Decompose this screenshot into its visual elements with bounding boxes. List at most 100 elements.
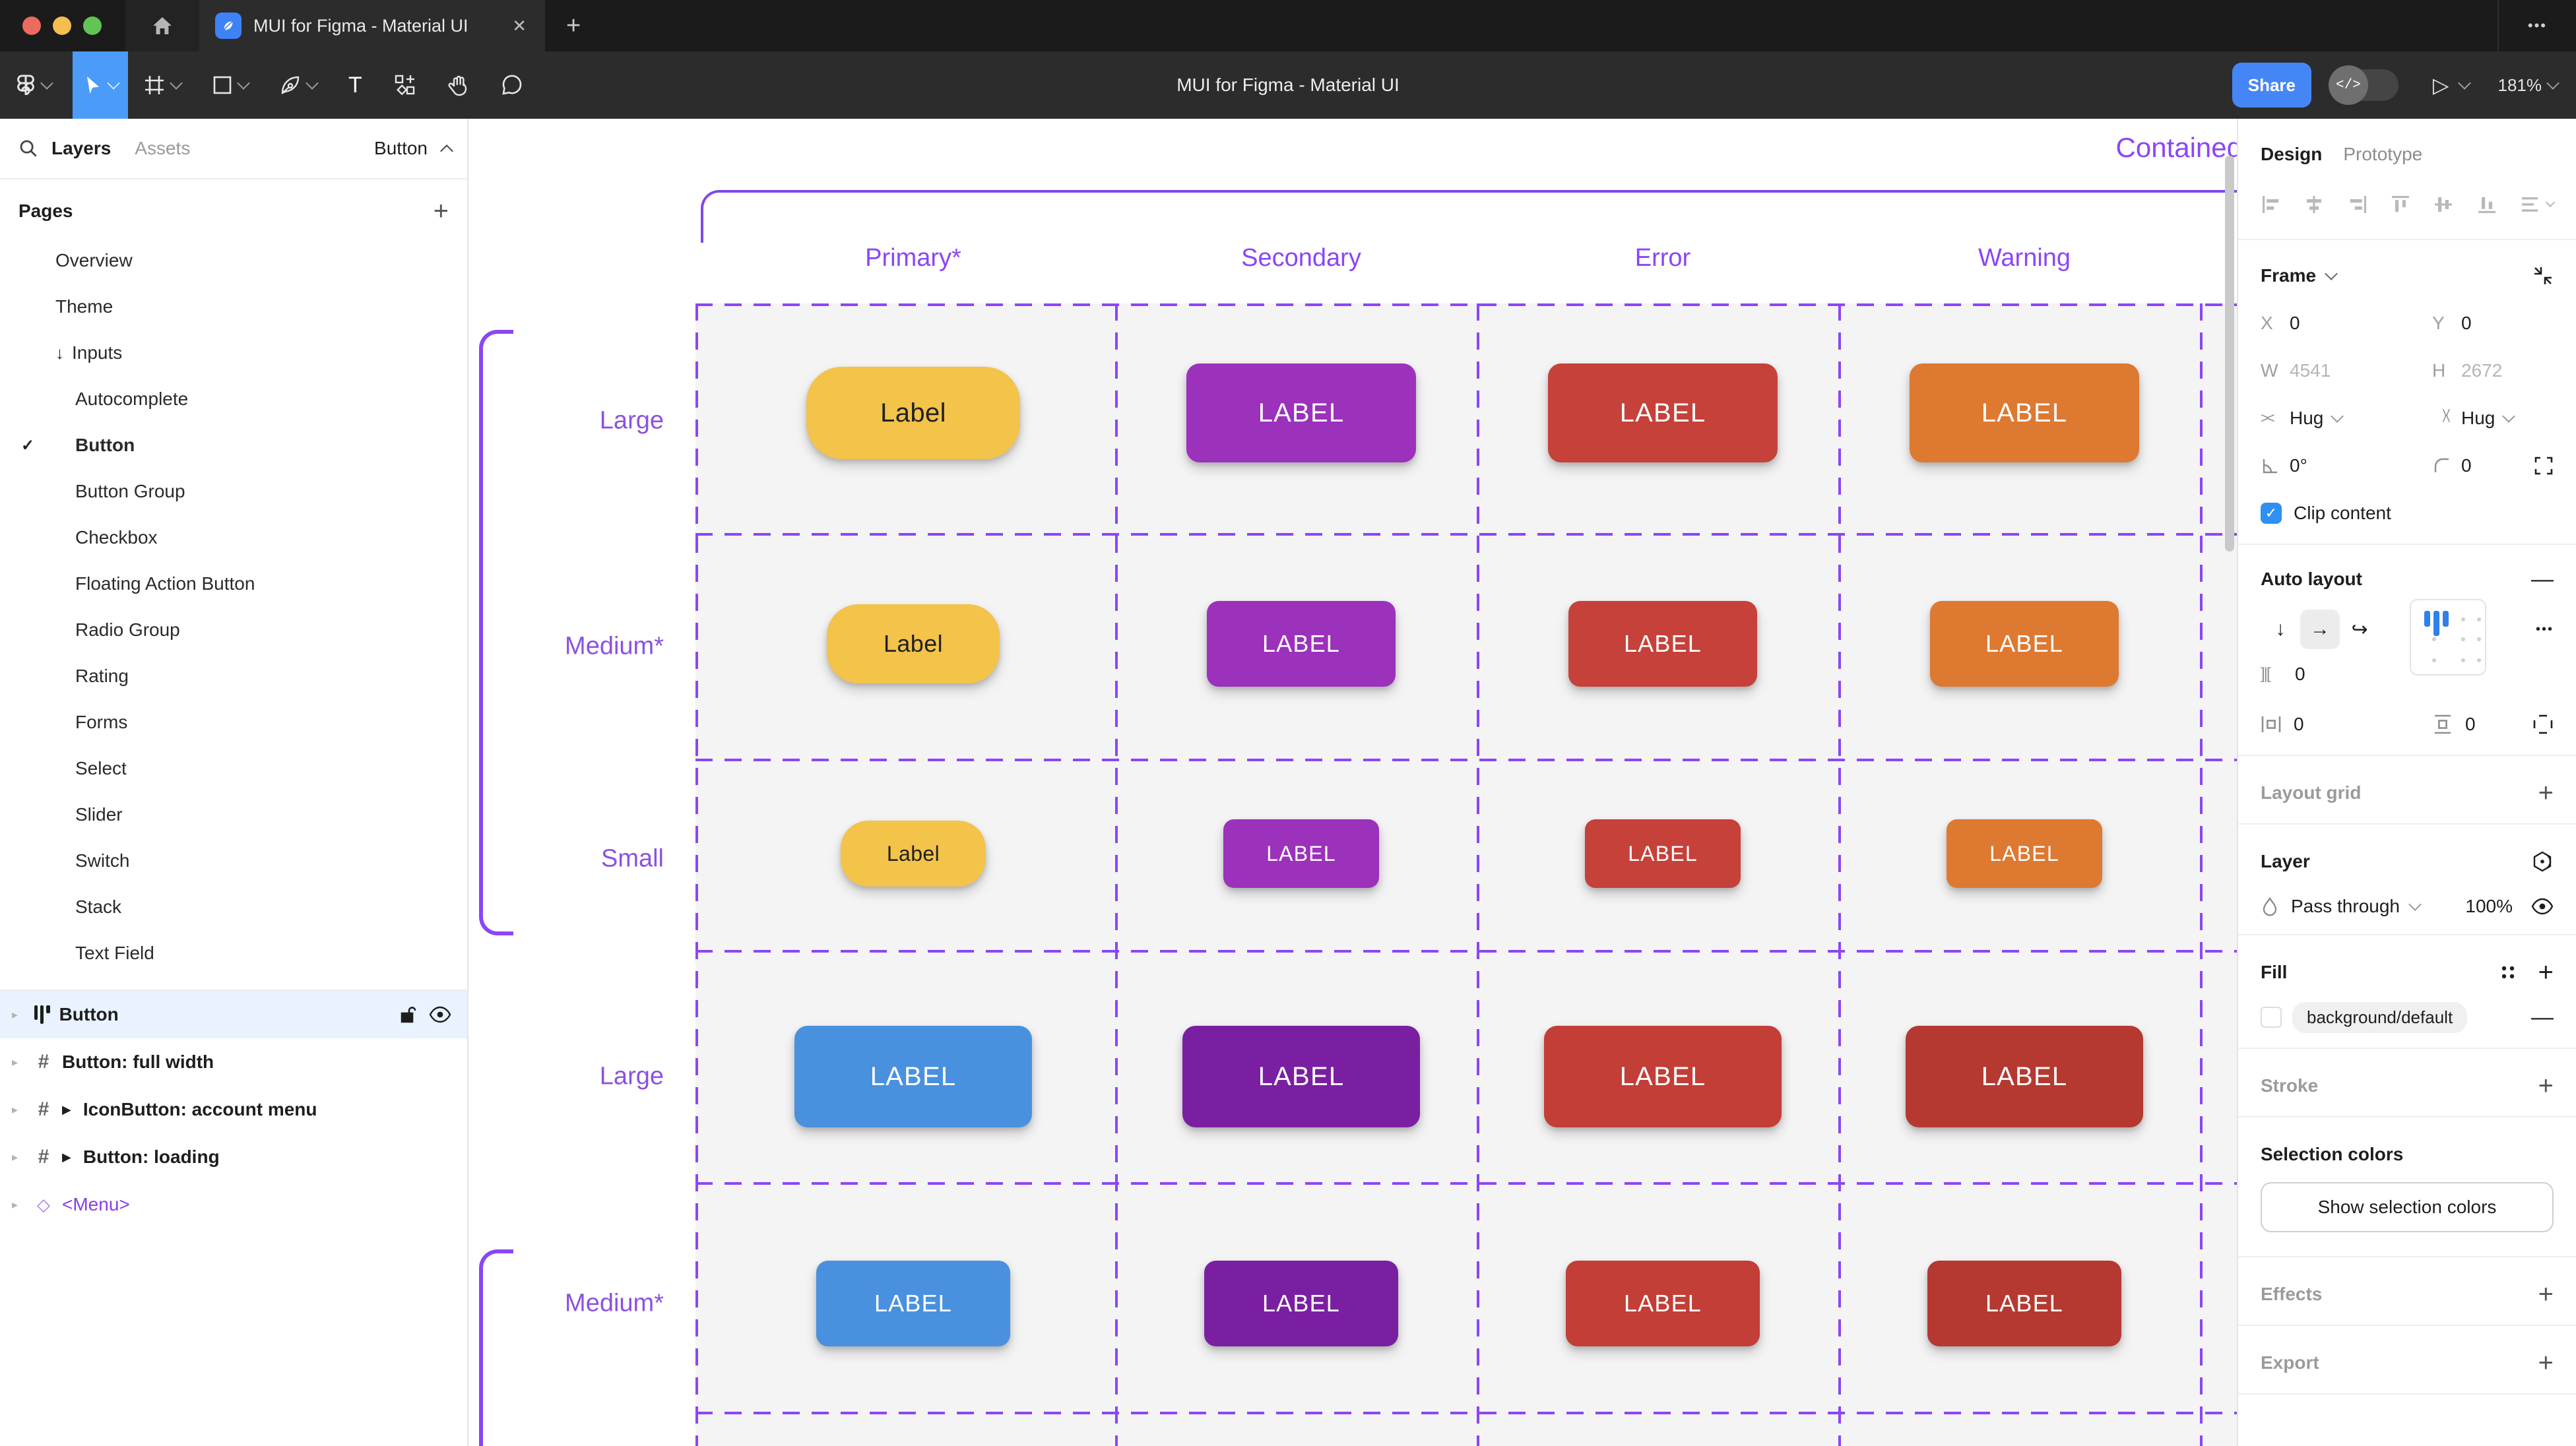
blend-mode-value[interactable]: Pass through [2291,896,2400,916]
main-menu-button[interactable] [0,51,65,119]
zoom-menu[interactable]: 181% [2498,75,2560,96]
canvas-scrollbar[interactable] [2225,156,2234,551]
expand-chevron-icon[interactable]: ▸ [12,1197,18,1211]
align-bottom-icon[interactable] [2476,194,2497,215]
hand-tool-button[interactable] [432,51,485,119]
tab-prototype[interactable]: Prototype [2343,144,2423,164]
pen-tool-button[interactable] [264,51,333,119]
tab-overflow-menu-icon[interactable]: ••• [2527,17,2547,34]
horizontal-padding-value[interactable]: 0 [2294,714,2304,734]
layer-row-button[interactable]: ▸Button [0,991,467,1038]
column-header-error[interactable]: Error [1634,244,1691,272]
mui-button-r3-c2[interactable]: LABEL [1223,819,1379,888]
minimize-window-button[interactable] [53,16,71,35]
frame-tool-button[interactable] [128,51,197,119]
mui-button-r2-c3[interactable]: LABEL [1568,601,1757,687]
close-window-button[interactable] [22,16,41,35]
row-label-0[interactable]: Large [599,406,664,435]
height-field-value[interactable]: 2672 [2461,360,2503,381]
independent-corners-icon[interactable] [2534,456,2554,476]
align-horizontal-center-icon[interactable] [2303,194,2325,215]
page-item-slider[interactable]: Slider [0,792,467,838]
present-button[interactable]: ▷ [2432,73,2449,97]
distribute-menu[interactable] [2519,194,2556,215]
opacity-value[interactable]: 100% [2465,896,2513,916]
mui-button-r1-c2[interactable]: LABEL [1186,363,1416,462]
page-item-overview[interactable]: Overview [0,237,467,284]
mui-button-r3-c3[interactable]: LABEL [1585,819,1741,888]
expand-chevron-icon[interactable]: ▸ [12,1102,18,1116]
mui-button-r3-c4[interactable]: LABEL [1947,819,2102,888]
shape-tool-button[interactable] [197,51,264,119]
expand-chevron-icon[interactable]: ▸ [12,1055,18,1069]
auto-layout-horizontal-button[interactable]: → [2300,610,2340,649]
close-tab-icon[interactable]: ✕ [512,15,527,36]
page-item-button[interactable]: ✓Button [0,422,467,468]
page-item-theme[interactable]: Theme [0,284,467,330]
add-layout-grid-button[interactable]: + [2538,778,2554,807]
auto-layout-vertical-button[interactable]: ↓ [2275,618,2286,640]
page-item-radio-group[interactable]: Radio Group [0,607,467,653]
mui-button-r1-c1[interactable]: Label [806,367,1020,459]
mui-button-r5-c4[interactable]: LABEL [1927,1261,2121,1346]
tab-assets[interactable]: Assets [135,138,191,158]
frame-title[interactable]: Contained [2115,132,2237,163]
column-header-warning[interactable]: Warning [1978,244,2071,272]
auto-layout-more-button[interactable]: ••• [2535,621,2554,637]
mui-button-r4-c3[interactable]: LABEL [1544,1026,1782,1127]
layer-row--menu-[interactable]: ▸◇<Menu> [0,1181,467,1228]
page-item-select[interactable]: Select [0,745,467,792]
page-selector[interactable]: Button [374,138,453,159]
layer-row-button-loading[interactable]: ▸#▶Button: loading [0,1133,467,1181]
eye-icon[interactable] [2531,898,2554,915]
hug-vertical-value[interactable]: Hug [2461,408,2496,428]
tab-design[interactable]: Design [2261,144,2323,164]
page-item-checkbox[interactable]: Checkbox [0,515,467,561]
fill-color-swatch[interactable] [2261,1007,2282,1028]
mui-button-r5-c3[interactable]: LABEL [1566,1261,1760,1346]
remove-auto-layout-button[interactable]: — [2531,566,2554,592]
frame-section-title[interactable]: Frame [2261,265,2317,286]
eye-icon[interactable] [429,1006,451,1023]
add-effect-button[interactable]: + [2538,1279,2554,1309]
mui-button-r1-c4[interactable]: LABEL [1910,363,2139,462]
mui-button-r5-c1[interactable]: LABEL [816,1261,1010,1346]
align-left-icon[interactable] [2261,194,2282,215]
layer-row-iconbutton-account-menu[interactable]: ▸#▶IconButton: account menu [0,1086,467,1133]
styles-icon[interactable] [2499,963,2517,982]
text-tool-button[interactable]: T [348,72,362,98]
add-export-button[interactable]: + [2538,1348,2554,1377]
blend-mode-icon[interactable] [2531,850,2554,873]
mui-button-r2-c2[interactable]: LABEL [1207,601,1396,687]
comment-tool-button[interactable] [485,51,539,119]
auto-layout-wrap-button[interactable]: ↩ [2351,618,2368,641]
collapse-icon[interactable] [2532,265,2554,286]
page-item-text-field[interactable]: Text Field [0,930,467,976]
file-title[interactable]: MUI for Figma - Material UI [1176,75,1400,95]
search-icon[interactable] [18,139,38,158]
mui-button-r4-c4[interactable]: LABEL [1906,1026,2143,1127]
layer-row-button-full-width[interactable]: ▸#Button: full width [0,1038,467,1086]
individual-padding-icon[interactable] [2532,714,2554,735]
mui-button-r4-c2[interactable]: LABEL [1182,1026,1420,1127]
mui-button-r1-c3[interactable]: LABEL [1548,363,1778,462]
column-header-secondary[interactable]: Secondary [1241,244,1361,272]
vertical-padding-value[interactable]: 0 [2465,714,2476,734]
mui-button-r2-c1[interactable]: Label [827,604,1000,683]
remove-fill-button[interactable]: — [2531,1004,2554,1030]
mui-button-r3-c1[interactable]: Label [841,821,986,887]
page-item-autocomplete[interactable]: Autocomplete [0,376,467,422]
expand-chevron-icon[interactable]: ▸ [12,1007,18,1021]
resources-tool-button[interactable] [378,51,432,119]
add-fill-button[interactable]: + [2538,957,2554,987]
corner-radius-value[interactable]: 0 [2461,455,2472,476]
page-item-forms[interactable]: Forms [0,699,467,745]
add-stroke-button[interactable]: + [2538,1071,2554,1100]
hug-horizontal-value[interactable]: Hug [2290,408,2324,428]
mui-button-r5-c2[interactable]: LABEL [1204,1261,1398,1346]
page-item-floating-action-button[interactable]: Floating Action Button [0,561,467,607]
show-selection-colors-button[interactable]: Show selection colors [2261,1182,2554,1232]
page-item-stack[interactable]: Stack [0,884,467,930]
row-label-1[interactable]: Medium* [565,632,664,660]
